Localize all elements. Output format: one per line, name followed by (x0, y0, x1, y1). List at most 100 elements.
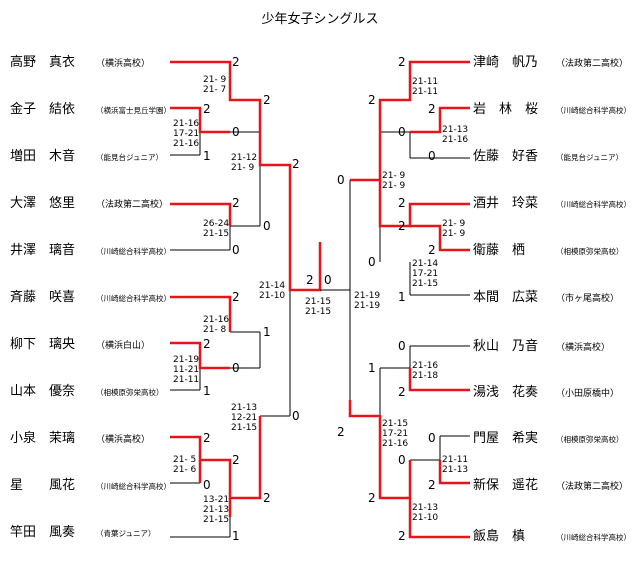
left-bracket-lines (170, 60, 322, 538)
game-score-line: 21- 9 (231, 163, 255, 173)
game-score-line: 17-21 (173, 129, 199, 139)
result-number: 2 (368, 491, 376, 505)
game-score-line: 21- 5 (173, 455, 196, 465)
winner-path (410, 106, 470, 134)
game-score-line: 21-13 (442, 465, 468, 475)
player-name: 増田 木音 (10, 148, 75, 164)
game-score-line: 21-19 (354, 301, 380, 311)
game-score-line: 21- 7 (203, 85, 226, 95)
page-title: 少年女子シングルス (261, 12, 379, 27)
player-affiliation: （横浜白山） (96, 339, 150, 351)
game-score-line: 21-14 (412, 259, 438, 269)
player-affiliation: （横浜高校） (556, 341, 610, 353)
right-bracket-lines (320, 60, 470, 539)
game-score-line: 21-10 (412, 513, 438, 523)
player-name: 斉藤 咲喜 (10, 289, 75, 305)
game-score-line: 11-21 (173, 365, 199, 375)
result-number: 0 (368, 255, 376, 269)
result-number: 2 (232, 196, 240, 210)
winner-path (288, 242, 322, 292)
player-name: 高野 真衣 (10, 54, 75, 70)
game-score-line: 21-18 (412, 371, 438, 381)
result-number: 2 (428, 102, 436, 116)
winner-path (170, 106, 230, 134)
player-name: 秋山 乃音 (473, 338, 538, 354)
right-player-list: 津崎 帆乃 （法政第二高校） 岩 林 桜 （川崎総合科学高校） 佐藤 好香 （能… (473, 55, 631, 544)
result-number: 1 (368, 361, 376, 375)
winner-path (408, 368, 470, 392)
result-number: 2 (368, 93, 376, 107)
result-number: 0 (232, 243, 240, 257)
player-affiliation: （市ヶ尾高校） (556, 292, 619, 304)
result-number: 2 (398, 219, 406, 233)
player-affiliation: （法政第二高校） (96, 198, 168, 210)
result-number: 2 (398, 55, 406, 69)
right-results: 2 2 2 0 0 0 2 2 0 2 1 0 1 2 2 0 0 2 2 2 (337, 55, 436, 543)
game-score-line: 21-14 (259, 281, 285, 291)
result-number: 2 (398, 196, 406, 210)
result-number: 0 (232, 361, 240, 375)
game-score-line: 21-13 (203, 505, 229, 515)
player-name: 小泉 茉璃 (10, 430, 75, 446)
game-score-line: 21- 9 (442, 229, 466, 239)
player-name: 大澤 悠里 (10, 196, 75, 211)
game-score-line: 21-12 (231, 153, 257, 163)
game-score-line: 21-15 (203, 515, 229, 525)
player-affiliation: （川崎総合科学高校） (96, 293, 171, 303)
player-name: 衛藤 栖 (473, 243, 525, 258)
player-name: 星 風花 (10, 477, 75, 493)
result-number: 1 (203, 384, 211, 398)
result-number: 2 (203, 337, 211, 351)
player-affiliation: （法政第二高校） (556, 57, 628, 69)
result-number: 0 (263, 219, 271, 233)
result-number: 2 (337, 425, 345, 439)
game-score-line: 21-16 (173, 139, 199, 149)
result-number: 2 (203, 431, 211, 445)
result-number: 2 (398, 529, 406, 543)
player-affiliation: （能見台ジュニア） (556, 152, 623, 162)
player-affiliation: （小田原橋中） (556, 387, 619, 399)
game-score-line: 21-11 (412, 77, 438, 87)
player-affiliation: （川崎総合科学高校） (556, 199, 631, 209)
left-results: 2 2 0 1 2 2 2 0 0 2 1 2 0 1 2 0 2 2 0 1 (203, 55, 300, 543)
game-score-line: 21- 9 (203, 75, 227, 85)
game-score-line: 21- 9 (382, 171, 406, 181)
player-name: 金子 結依 (10, 101, 75, 117)
game-score-line: 21-15 (231, 423, 257, 433)
player-name: 津崎 帆乃 (473, 55, 538, 70)
result-number: 1 (203, 149, 211, 163)
game-score-line: 21- 6 (173, 465, 197, 475)
game-score-line: 21-13 (412, 503, 438, 513)
player-name: 門屋 希実 (473, 430, 538, 446)
game-score-line: 21-19 (354, 291, 380, 301)
result-number: 0 (324, 273, 332, 287)
player-name: 酒井 玲菜 (473, 196, 538, 211)
result-number: 2 (398, 385, 406, 399)
winner-path (170, 295, 232, 332)
result-number: 2 (232, 55, 240, 69)
game-score-line: 21-15 (305, 307, 331, 317)
result-number: 0 (398, 453, 406, 467)
result-number: 2 (428, 478, 436, 492)
result-number: 0 (203, 478, 211, 492)
player-name: 竿田 風奏 (10, 524, 75, 540)
result-number: 1 (263, 325, 271, 339)
game-score-line: 17-21 (382, 429, 408, 439)
result-number: 2 (232, 453, 240, 467)
game-score-line: 21-16 (442, 135, 468, 145)
winner-path (348, 400, 470, 539)
